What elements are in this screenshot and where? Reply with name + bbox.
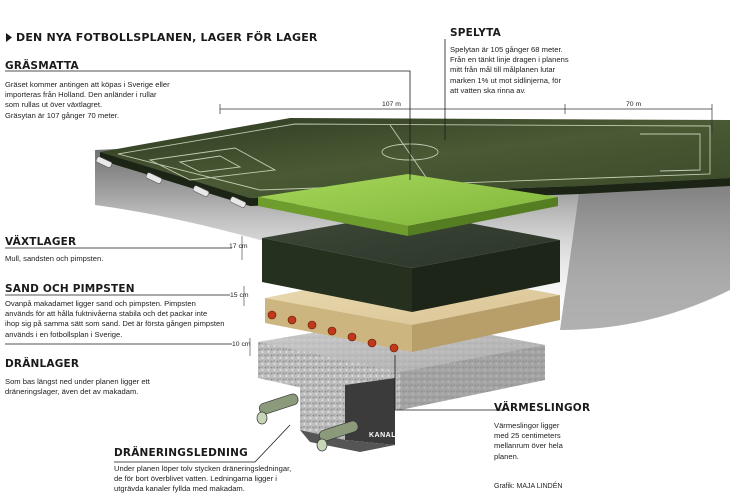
dranlager-text: Som bas längst ned under planen ligger e…	[5, 377, 150, 397]
varme-heading: VÄRMESLINGOR	[494, 402, 591, 414]
grasmatta-heading: GRÄSMATTA	[5, 60, 79, 72]
spelyta-text: Spelytan är 105 gånger 68 meter. Från en…	[450, 45, 569, 95]
drainage-channel	[256, 375, 395, 452]
credit: Grafik: MAJA LINDÉN	[494, 483, 563, 490]
length-label: 107 m	[382, 101, 401, 108]
dimension-lines	[219, 104, 713, 134]
vaxtlager-heading: VÄXTLAGER	[5, 236, 77, 248]
sand-text: Ovanpå makadamet ligger sand och pimpste…	[5, 299, 225, 339]
depth-ticks	[241, 236, 251, 356]
spelyta-heading: SPELYTA	[450, 27, 501, 39]
title-triangle-icon	[6, 33, 12, 42]
pitch-edge	[100, 152, 730, 206]
vaxtlager-text: Mull, sandsten och pimpsten.	[5, 254, 104, 263]
layer3-depth: 10 cm	[232, 341, 251, 348]
grass-layer	[258, 174, 558, 236]
dranering-heading: DRÄNERINGSLEDNING	[114, 447, 248, 459]
varme-text: Värmeslingor ligger med 25 centimeters m…	[494, 421, 563, 461]
dranering-text: Under planen löper tolv stycken dränerin…	[114, 464, 292, 494]
dranlager-heading: DRÄNLAGER	[5, 358, 80, 370]
grasmatta-text: Gräset kommer antingen att köpas i Sveri…	[5, 80, 170, 120]
leader-lines	[5, 39, 505, 463]
earth-side	[560, 178, 730, 330]
layer2-depth: 15 cm	[230, 292, 249, 299]
edge-pipes	[95, 156, 247, 208]
page-title: DEN NYA FOTBOLLSPLANEN, LAGER FÖR LAGER	[16, 31, 318, 44]
heating-coils	[267, 310, 399, 353]
kanal-label: KANAL	[369, 432, 396, 439]
layer1-depth: 17 cm	[229, 243, 248, 250]
soil-layer	[262, 212, 560, 312]
sand-heading: SAND OCH PIMPSTEN	[5, 283, 135, 295]
width-label: 70 m	[626, 101, 642, 108]
pitch-surface	[100, 118, 730, 198]
